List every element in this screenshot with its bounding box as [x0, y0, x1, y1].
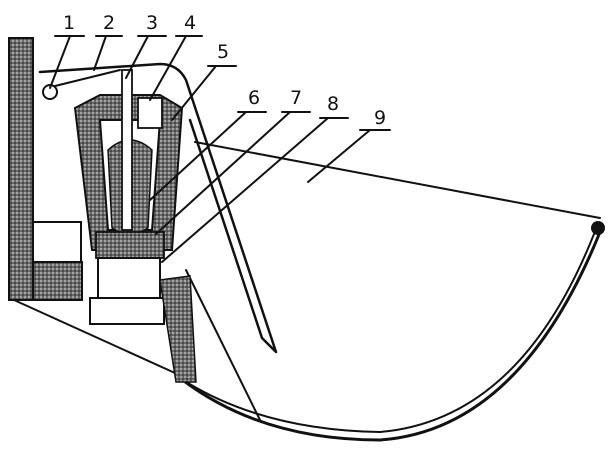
label-1: 1 [63, 12, 75, 34]
valve-body [73, 69, 184, 325]
label-3: 3 [146, 12, 158, 34]
label-6: 6 [248, 87, 260, 109]
leader-lines [49, 35, 391, 263]
label-8: 8 [327, 93, 339, 115]
label-4: 4 [184, 12, 196, 34]
drinking-bowl [13, 141, 605, 442]
mounting-bracket [8, 37, 83, 301]
label-5: 5 [217, 41, 229, 63]
label-7: 7 [290, 87, 302, 109]
label-9: 9 [374, 107, 386, 129]
label-2: 2 [103, 12, 115, 34]
part-labels: 1 2 3 4 5 6 7 8 9 [63, 12, 386, 129]
lever-arm [38, 62, 278, 354]
